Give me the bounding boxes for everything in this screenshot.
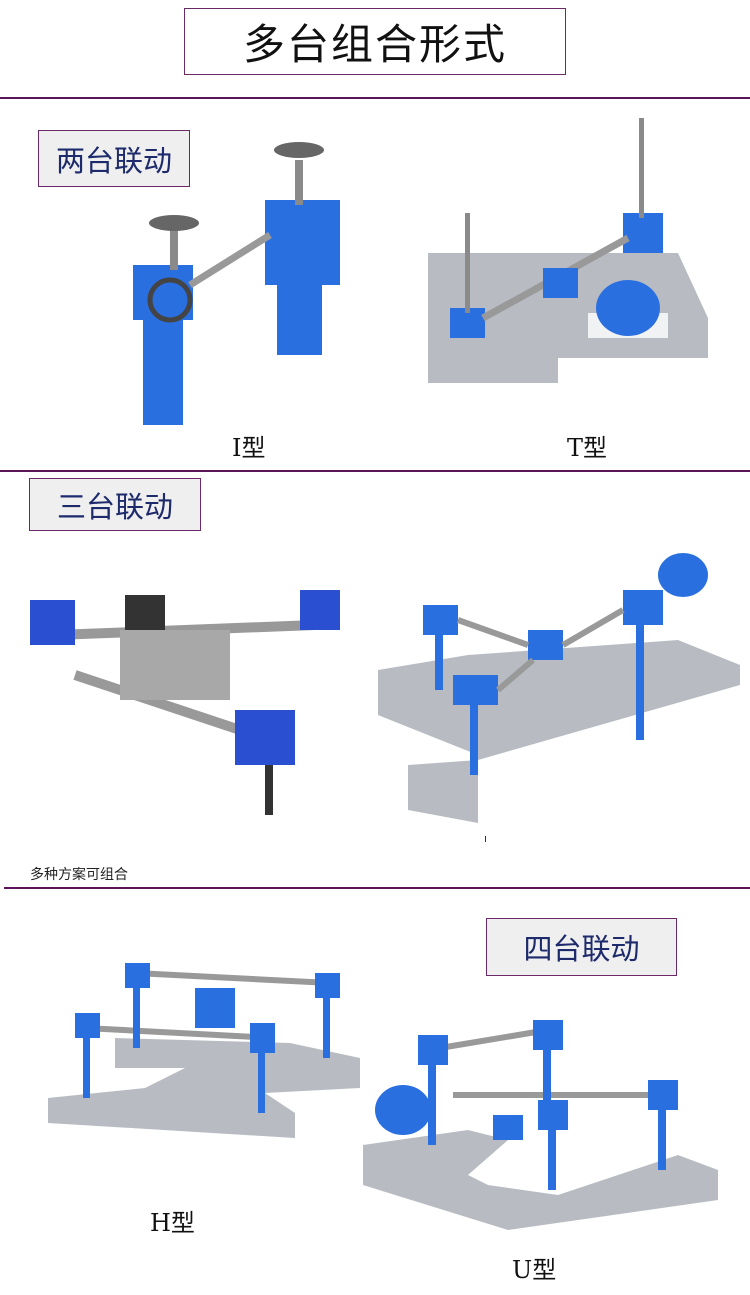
section-tag-three: 三台联动: [29, 478, 201, 531]
i-type-image: [133, 142, 340, 425]
section-tag-four: 四台联动: [486, 918, 677, 976]
h-type-image: [48, 963, 360, 1138]
divider: [0, 97, 750, 99]
three-unit-gear-image: [30, 590, 340, 815]
caption-h-type: H型: [150, 1209, 195, 1237]
page-title: 多台组合形式: [184, 8, 566, 75]
divider: [4, 887, 750, 889]
section-tag-two: 两台联动: [38, 130, 190, 187]
combination-note: 多种方案可组合: [30, 867, 128, 883]
caption-u-type: U型: [512, 1256, 557, 1284]
t-type-image: [428, 118, 708, 383]
tick-mark: [485, 836, 486, 842]
divider: [0, 470, 750, 472]
caption-t-type: T型: [567, 434, 608, 462]
caption-i-type: I型: [232, 434, 266, 462]
three-unit-platform-image: [378, 553, 740, 823]
u-type-image: [363, 1020, 718, 1230]
